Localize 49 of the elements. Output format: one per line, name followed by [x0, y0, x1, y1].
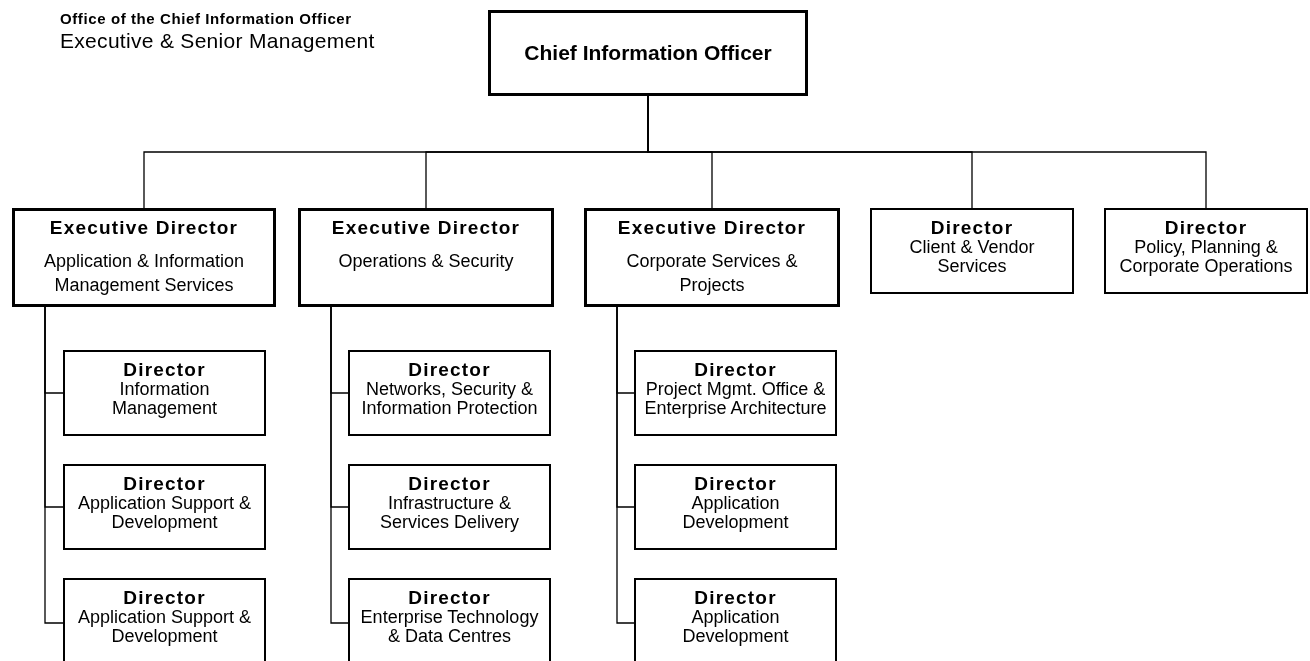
position-title: Director — [930, 218, 1014, 238]
unit-name: Operations & Security — [338, 250, 514, 273]
unit-name: Client & Vendor Services — [908, 238, 1036, 276]
position-box — [488, 10, 808, 96]
position-box — [348, 350, 551, 436]
position-box — [584, 208, 840, 307]
position-box — [63, 350, 266, 436]
position-title: Director — [123, 588, 206, 608]
unit-name: Project Mgmt. Office & Enterprise Architecture — [643, 380, 828, 418]
position-title: Director — [408, 360, 491, 380]
position-title: Executive Director — [49, 216, 239, 240]
position-box — [870, 208, 1074, 294]
position-box — [348, 578, 551, 661]
unit-name: Enterprise Technology & Data Centres — [359, 608, 540, 646]
position-title: Director — [694, 588, 777, 608]
position-box — [634, 350, 837, 436]
position-box — [12, 208, 276, 307]
unit-name: Networks, Security & Information Protection — [360, 380, 539, 418]
unit-name: Policy, Planning & Corporate Operations — [1118, 238, 1294, 276]
connector-line — [44, 306, 64, 624]
connector-line — [616, 306, 635, 624]
position-title: Chief Information Officer — [524, 43, 772, 63]
unit-name: Application Support & Development — [76, 608, 253, 646]
unit-name: Application Support & Development — [76, 494, 253, 532]
position-box — [63, 464, 266, 550]
unit-name: Information Management — [110, 380, 219, 418]
position-box — [298, 208, 554, 307]
unit-name: Application & Information Management Services — [42, 250, 246, 297]
position-title: Director — [694, 474, 777, 494]
position-title: Director — [408, 474, 491, 494]
position-title: Director — [123, 360, 206, 380]
position-title: Executive Director — [331, 216, 521, 240]
unit-name: Application Development — [681, 608, 790, 646]
position-box — [1104, 208, 1308, 294]
position-box — [634, 578, 837, 661]
connector-line — [330, 306, 349, 624]
unit-name: Infrastructure & Services Delivery — [378, 494, 520, 532]
chart-subtitle: Executive & Senior Management — [60, 29, 375, 53]
unit-name: Application Development — [681, 494, 790, 532]
position-box — [63, 578, 266, 661]
position-title: Director — [1164, 218, 1248, 238]
unit-name: Corporate Services & Projects — [625, 250, 799, 297]
position-box — [348, 464, 551, 550]
position-title: Director — [123, 474, 206, 494]
position-box — [634, 464, 837, 550]
position-title: Director — [694, 360, 777, 380]
position-title: Executive Director — [617, 216, 807, 240]
position-title: Director — [408, 588, 491, 608]
chart-title: Office of the Chief Information Officer — [60, 10, 352, 27]
